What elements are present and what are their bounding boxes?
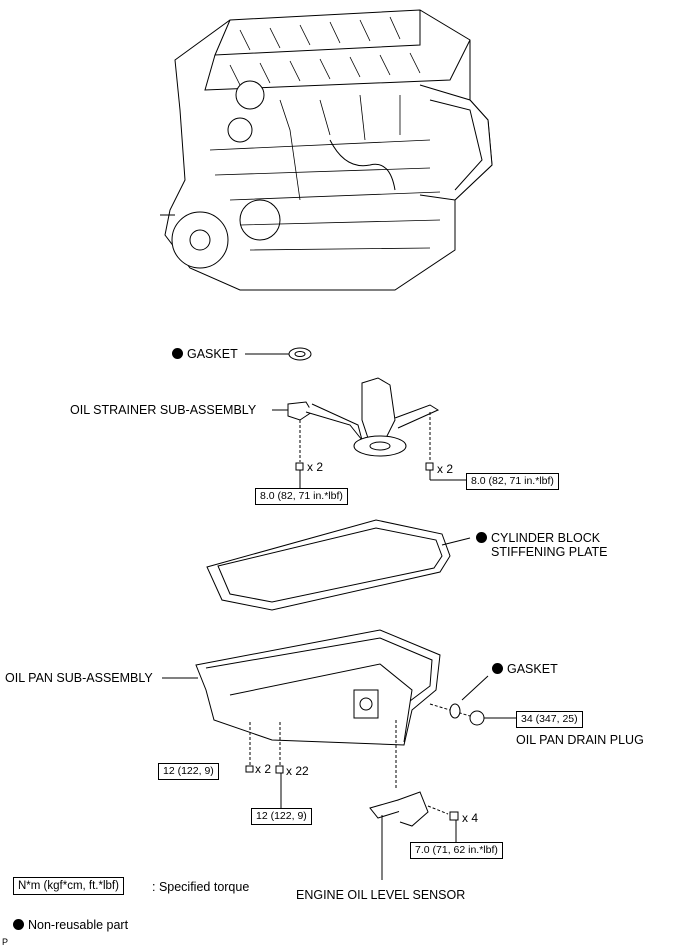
gasket-top-label: GASKET <box>172 347 238 361</box>
torque-sensor: 7.0 (71, 62 in.*lbf) <box>410 842 503 859</box>
torque-pan-bottom: 12 (122, 9) <box>251 808 312 825</box>
legend-torque-desc: : Specified torque <box>152 880 250 894</box>
legend-non-reusable: Non-reusable part <box>13 918 128 932</box>
level-sensor-label: ENGINE OIL LEVEL SENSOR <box>296 888 466 902</box>
non-reusable-icon <box>13 919 24 930</box>
drain-plug-part <box>429 675 516 726</box>
torque-drain-plug: 34 (347, 25) <box>516 711 583 728</box>
gasket-drain-label: GASKET <box>492 662 558 676</box>
qty-pan-bottom: x 22 <box>286 764 309 778</box>
qty-sensor: x 4 <box>462 811 479 825</box>
corner-code: P <box>2 937 9 947</box>
oil-strainer-part <box>272 377 466 488</box>
legend-torque-unit: N*m (kgf*cm, ft.*lbf) <box>13 877 124 895</box>
drain-plug-label: OIL PAN DRAIN PLUG <box>516 733 644 747</box>
oil-strainer-label: OIL STRAINER SUB-ASSEMBLY <box>70 403 257 417</box>
qty-strainer-right: x 2 <box>437 462 454 476</box>
engine-block-illustration <box>160 9 493 291</box>
oil-pan-part <box>162 629 441 808</box>
non-reusable-icon <box>492 663 503 674</box>
torque-strainer-right: 8.0 (82, 71 in.*lbf) <box>466 473 559 490</box>
stiffening-plate-part <box>206 519 471 611</box>
non-reusable-icon <box>476 532 487 543</box>
oil-level-sensor-part <box>369 791 459 880</box>
qty-pan-left: x 2 <box>255 762 272 776</box>
qty-strainer-left: x 2 <box>307 460 324 474</box>
torque-strainer-left: 8.0 (82, 71 in.*lbf) <box>255 488 348 505</box>
oil-pan-label: OIL PAN SUB-ASSEMBLY <box>5 671 153 685</box>
non-reusable-icon <box>172 348 183 359</box>
gasket-top-part <box>245 347 312 361</box>
torque-pan-left: 12 (122, 9) <box>158 763 219 780</box>
